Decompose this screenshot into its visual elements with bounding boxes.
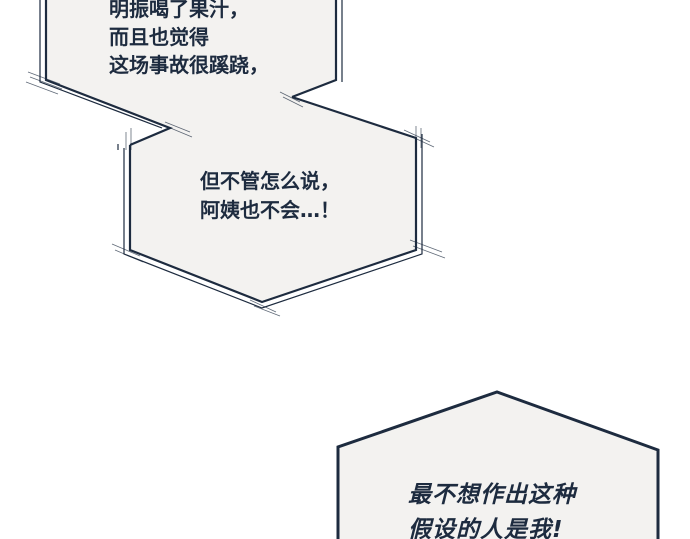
speech-bubble-1-outline xyxy=(25,0,416,302)
speech-bubble-2-outline xyxy=(111,95,446,317)
speech-bubble-3-text: 最不想作出这种 假设的人是我! xyxy=(408,478,576,539)
speech-bubble-2-text: 但不管怎么说， 阿姨也不会…！ xyxy=(200,167,340,225)
speech-bubble-1-line-1: 明振喝了果汁， xyxy=(109,0,249,21)
speech-bubble-2-line-2: 阿姨也不会…！ xyxy=(200,198,340,222)
speech-bubble-1-line-3: 这场事故很蹊跷， xyxy=(109,53,269,77)
speech-bubble-3-outline xyxy=(336,390,660,539)
speech-bubble-2-line-1: 但不管怎么说， xyxy=(200,169,340,193)
speech-bubble-1-line-2: 而且也觉得 xyxy=(109,25,209,49)
speech-bubble-3-line-2: 假设的人是我! xyxy=(408,517,564,539)
speech-bubble-3-line-1: 最不想作出这种 xyxy=(408,482,576,508)
speech-bubble-1-text: 明振喝了果汁， 而且也觉得 这场事故很蹊跷， xyxy=(109,0,269,79)
